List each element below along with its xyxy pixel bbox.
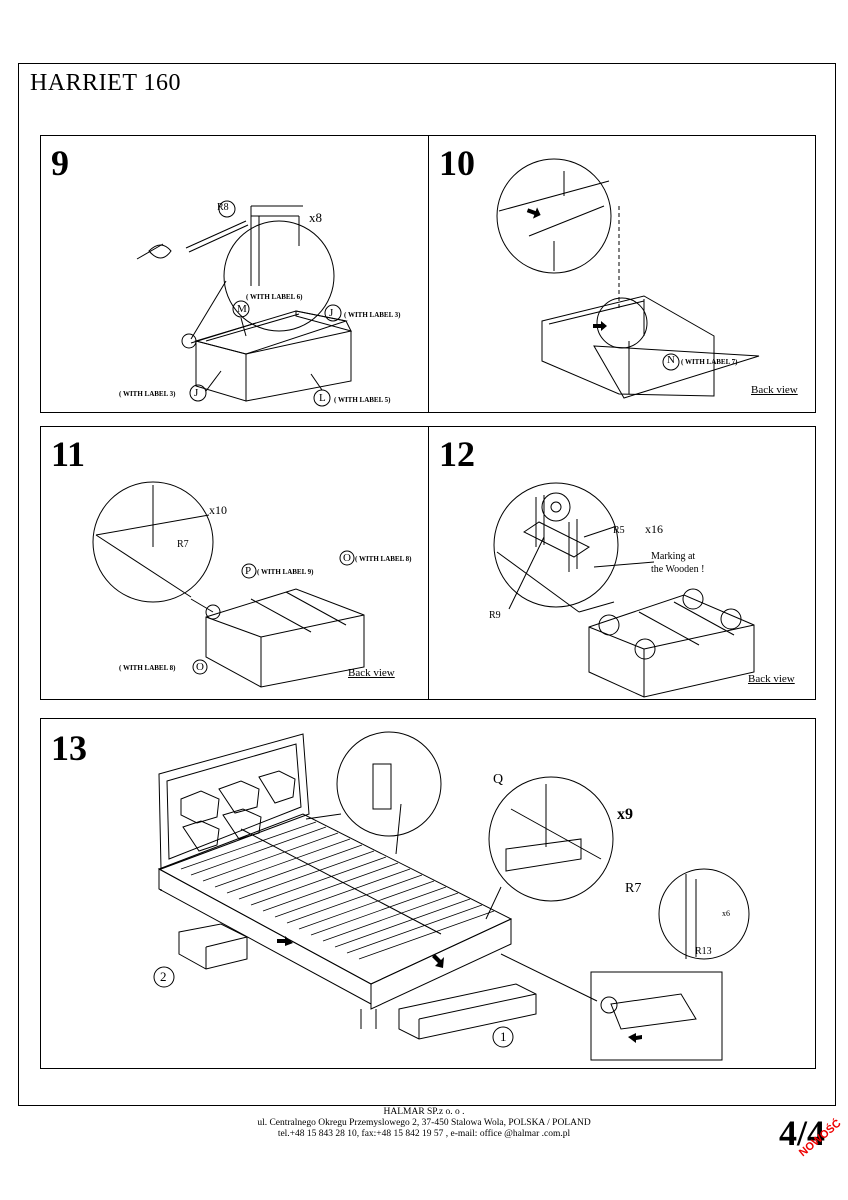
drawer-1-label: 1 [500, 1029, 507, 1044]
step-9-panel: 9 R8 [40, 135, 429, 413]
with-label-8-bottom: ( WITH LABEL 8) [119, 664, 176, 672]
label-r9: R9 [489, 610, 501, 621]
step-13-panel: 13 [40, 718, 816, 1069]
step-number: 12 [439, 434, 475, 474]
marking-note-line2: the Wooden ! [651, 564, 705, 575]
step-number: 11 [51, 434, 86, 474]
step-9-illustration [136, 200, 352, 407]
page-number: 4/4 [779, 1113, 826, 1153]
label-n: N [667, 354, 675, 366]
step-number: 9 [51, 143, 69, 183]
quantity-x9: x9 [617, 806, 633, 823]
label-r8: R8 [217, 202, 229, 213]
step-12-illustration [493, 482, 755, 698]
quantity-x8: x8 [309, 210, 322, 225]
with-label-7: ( WITH LABEL 7) [681, 358, 738, 366]
footer: HALMAR SP.z o. o . ul. Centralnego Okreg… [0, 1107, 848, 1140]
label-j-left: J [194, 387, 199, 399]
step-12-panel: 12 R5 x16 Marking at the Wooden ! R9 Bac… [428, 426, 816, 700]
label-m: M [237, 303, 247, 315]
with-label-3-left: ( WITH LABEL 3) [119, 390, 176, 398]
label-j-right: J [329, 307, 334, 319]
quantity-x6: x6 [722, 909, 730, 918]
with-label-6: ( WITH LABEL 6) [246, 293, 303, 301]
marking-note-line1: Marking at [651, 551, 696, 562]
footer-address: ul. Centralnego Okregu Przemyslowego 2, … [257, 1118, 591, 1128]
label-o-top: O [343, 552, 351, 564]
page-frame [18, 63, 836, 1106]
step-11-panel: 11 x10 R7 P ( WITH LABEL 9) O ( WITH LAB… [40, 426, 429, 700]
back-view-label: Back view [748, 673, 795, 685]
drawer-2-label: 2 [160, 969, 167, 984]
step-number: 10 [439, 143, 475, 183]
step-10-illustration [496, 158, 760, 399]
product-title: HARRIET 160 [30, 70, 182, 96]
footer-contact: tel.+48 15 843 28 10, fax:+48 15 842 19 … [277, 1129, 571, 1139]
step-13-illustration [153, 731, 750, 1061]
with-label-8-top: ( WITH LABEL 8) [355, 555, 412, 563]
with-label-9: ( WITH LABEL 9) [257, 568, 314, 576]
quantity-x10: x10 [209, 503, 227, 517]
label-r13: R13 [695, 946, 712, 957]
with-label-5: ( WITH LABEL 5) [334, 396, 391, 404]
with-label-3-right: ( WITH LABEL 3) [344, 311, 401, 319]
footer-company: HALMAR SP.z o. o . [383, 1107, 465, 1117]
label-p: P [245, 565, 252, 577]
back-view-label: Back view [751, 384, 798, 396]
quantity-x16: x16 [645, 522, 663, 536]
step-number: 13 [51, 728, 87, 768]
label-l: L [319, 392, 326, 404]
label-r7: R7 [177, 539, 189, 550]
label-q: Q [493, 772, 504, 787]
step-11-illustration [92, 481, 365, 688]
back-view-label: Back view [348, 667, 395, 679]
label-r5: R5 [613, 525, 625, 536]
label-o-bottom: O [196, 661, 204, 673]
label-r7: R7 [625, 881, 642, 896]
step-10-panel: 10 N ( WITH LABEL 7) Back view [428, 135, 816, 413]
